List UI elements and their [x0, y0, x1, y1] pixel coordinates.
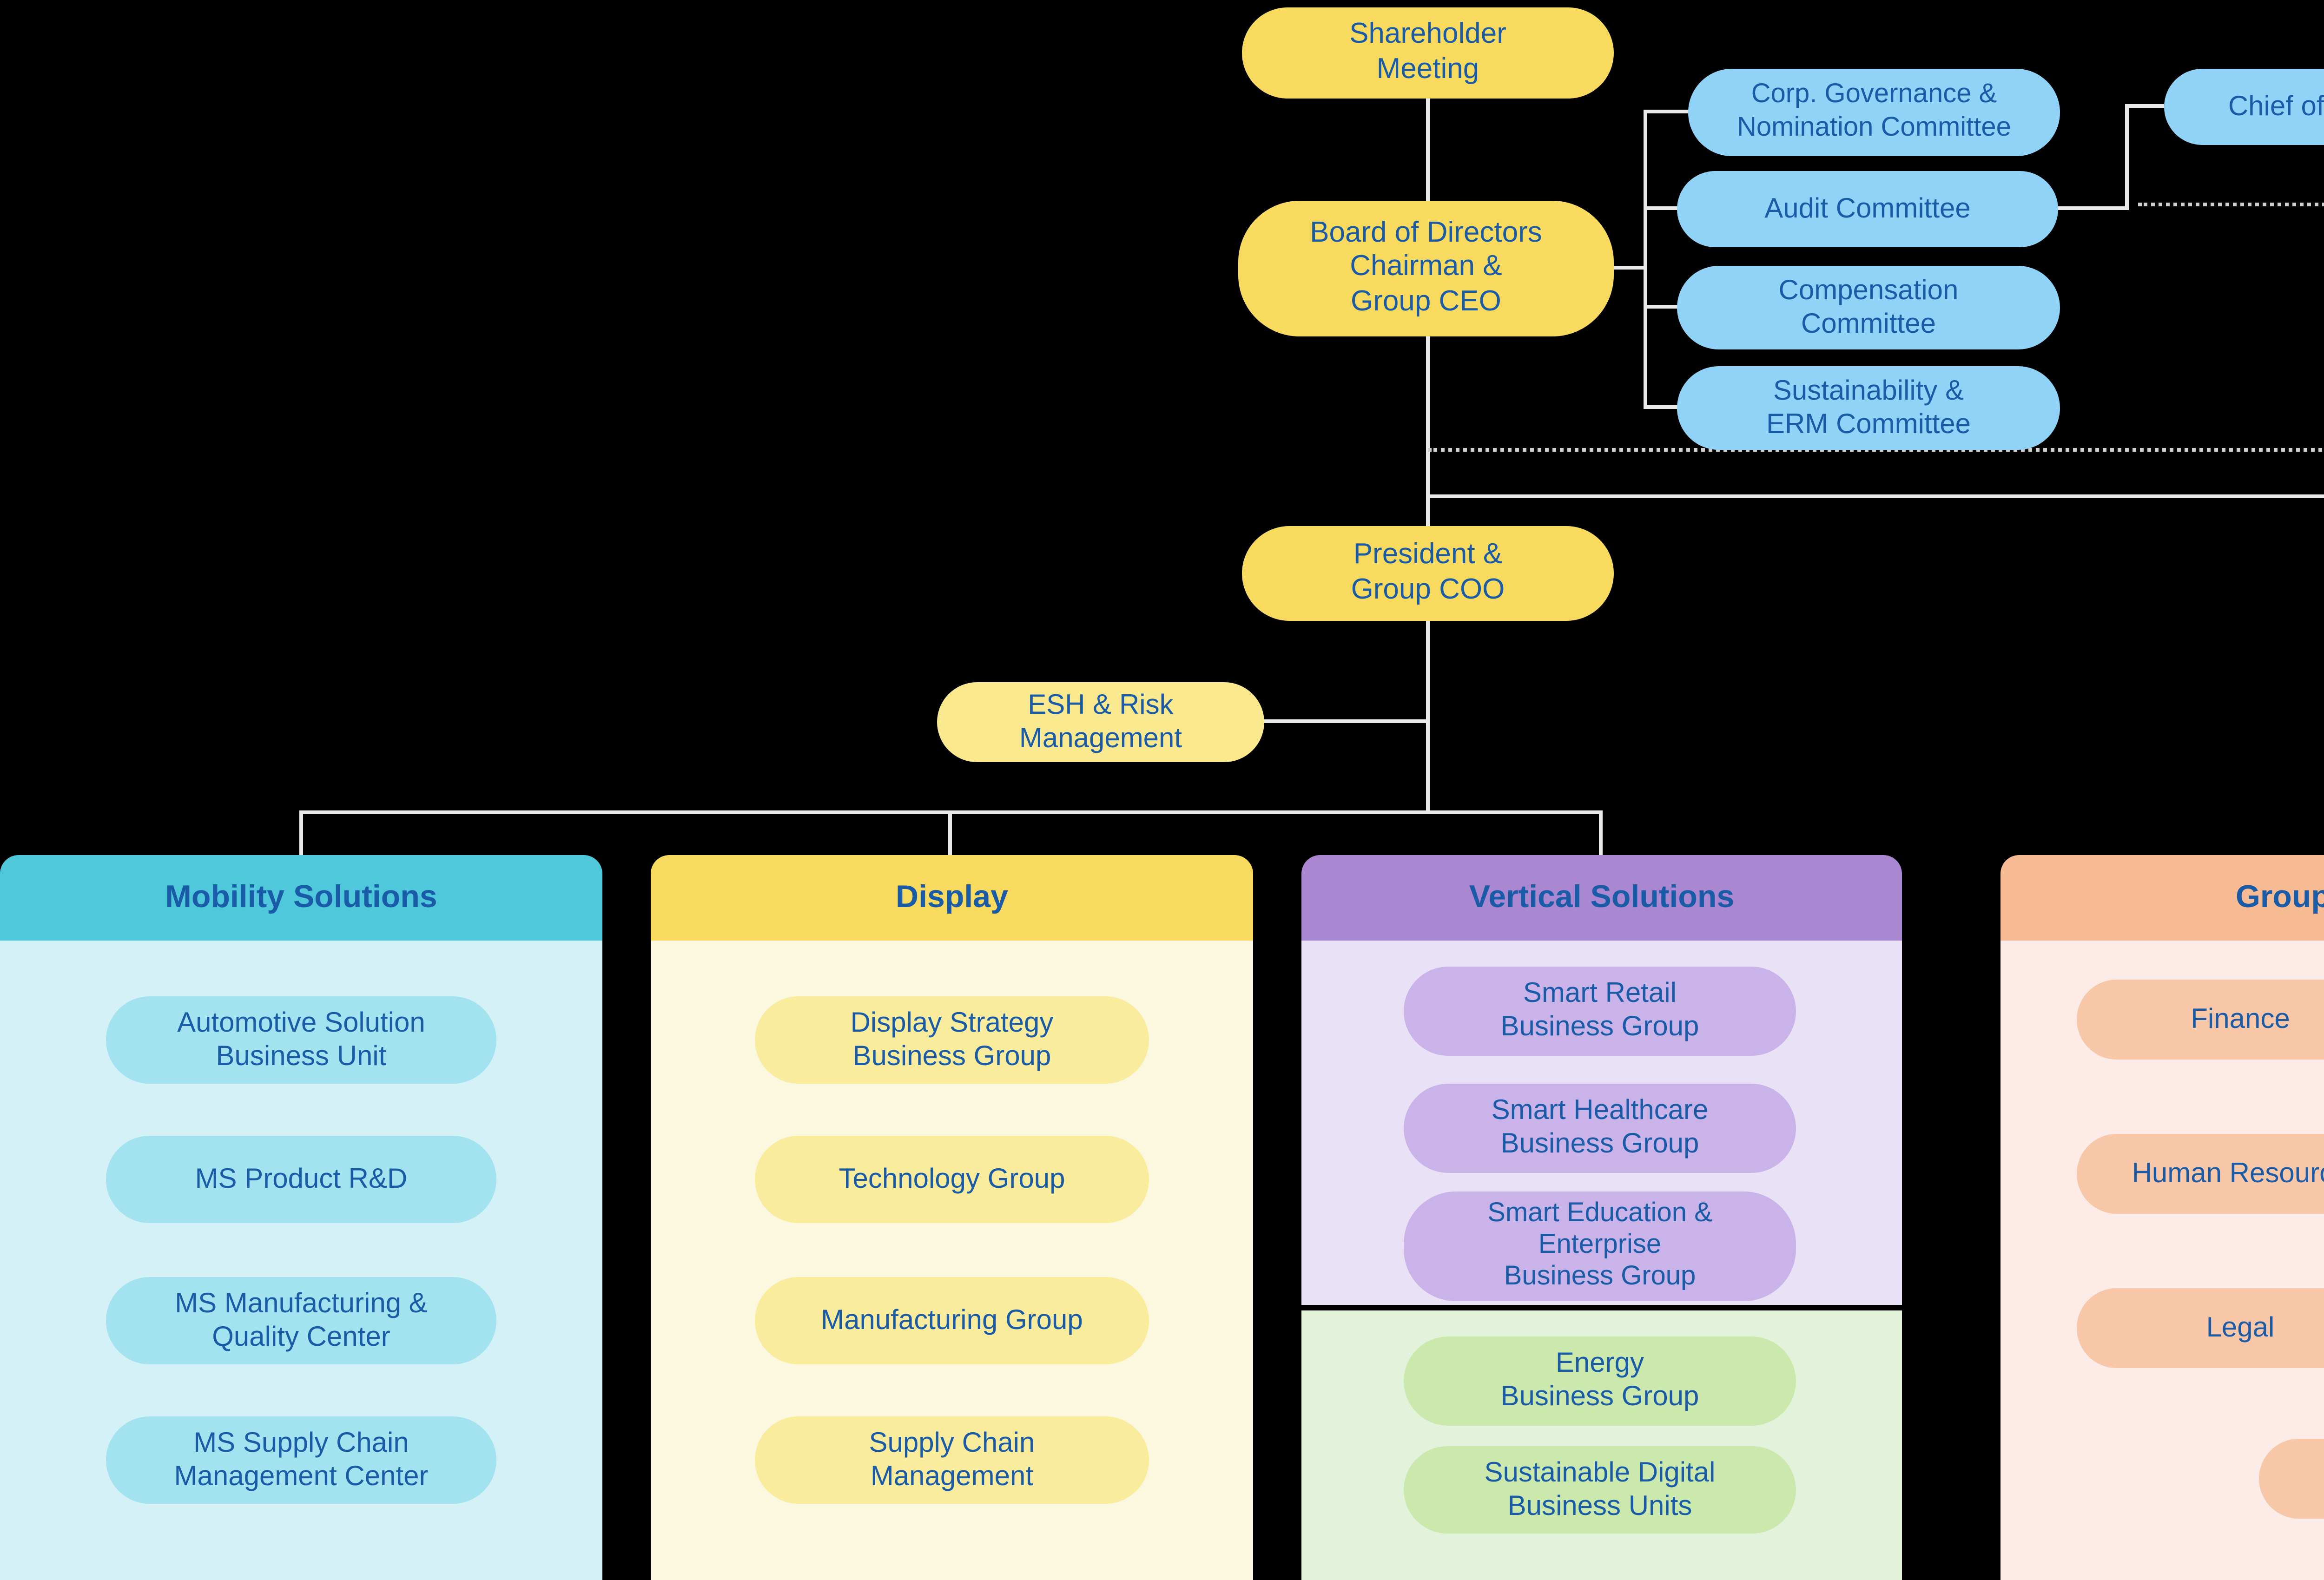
connector-audit-chief-bottom — [2058, 206, 2129, 210]
unit-legal: Legal — [2077, 1288, 2324, 1368]
connector-stub-corp-governance — [1644, 110, 1692, 113]
unit-smart-healthcare-business-group: Smart Healthcare Business Group — [1404, 1084, 1796, 1173]
connector-drop-display — [948, 810, 952, 855]
unit-automotive-solution-business-unit: Automotive Solution Business Unit — [106, 996, 496, 1084]
node-shareholder-meeting: Shareholder Meeting — [1242, 7, 1614, 99]
unit-ms-supply-chain-management-center: MS Supply Chain Management Center — [106, 1416, 496, 1504]
connector-shareholder-board — [1426, 99, 1430, 201]
unit-smart-education-enterprise-business-group: Smart Education & Enterprise Business Gr… — [1404, 1192, 1796, 1301]
committee-sustainability-erm: Sustainability & ERM Committee — [1677, 366, 2060, 450]
connector-board-bracket — [1614, 266, 1647, 270]
unit-ms-product-rd: MS Product R&D — [106, 1136, 496, 1223]
unit-finance: Finance — [2077, 980, 2324, 1060]
connector-committee-bracket — [1644, 110, 1647, 409]
node-president-group-coo: President & Group COO — [1242, 526, 1614, 621]
unit-energy-business-group: Energy Business Group — [1404, 1336, 1796, 1426]
node-chief-of-compliance: Chief of Compliance — [2164, 69, 2324, 145]
connector-president-divisions — [1426, 621, 1430, 814]
connector-audit-chief-top — [2129, 104, 2164, 108]
dotted-audit-to-right-edge — [2138, 203, 2324, 206]
connector-audit-chief-vertical — [2125, 104, 2129, 210]
connector-drop-vertical-solutions — [1599, 810, 1603, 855]
connector-stub-compensation — [1644, 305, 1681, 309]
division-header-mobility-solutions: Mobility Solutions — [0, 855, 602, 941]
node-board-of-directors: Board of Directors Chairman & Group CEO — [1238, 201, 1614, 336]
division-header-group-infrastructure: Group Infrastructure Unit — [2000, 855, 2324, 941]
division-header-display: Display — [651, 855, 1253, 941]
unit-smart-retail-business-group: Smart Retail Business Group — [1404, 967, 1796, 1056]
connector-drop-mobility — [299, 810, 303, 855]
unit-sustainable-digital-business-units: Sustainable Digital Business Units — [1404, 1446, 1796, 1534]
unit-manufacturing-group: Manufacturing Group — [755, 1277, 1149, 1364]
committee-corp-governance-nomination: Corp. Governance & Nomination Committee — [1688, 69, 2060, 156]
committee-audit: Audit Committee — [1677, 171, 2058, 247]
unit-technology-group: Technology Group — [755, 1136, 1149, 1223]
unit-human-resource: Human Resource — [2077, 1134, 2324, 1214]
unit-supply-chain-management: Supply Chain Management — [755, 1416, 1149, 1504]
connector-board-president — [1426, 336, 1430, 526]
connector-stub-sustainability — [1644, 405, 1681, 409]
unit-display-strategy-business-group: Display Strategy Business Group — [755, 996, 1149, 1084]
unit-ms-manufacturing-quality-center: MS Manufacturing & Quality Center — [106, 1277, 496, 1364]
dotted-chief-to-president-line — [1428, 448, 2324, 452]
connector-stub-audit — [1644, 206, 1681, 210]
committee-compensation: Compensation Committee — [1677, 266, 2060, 349]
division-header-vertical-solutions: Vertical Solutions — [1301, 855, 1902, 941]
connector-to-infrastructure — [1426, 494, 2324, 498]
unit-auditing: Auditing — [2259, 1439, 2324, 1519]
node-esh-risk-management: ESH & Risk Management — [937, 682, 1264, 762]
connector-esh — [1264, 719, 1428, 723]
